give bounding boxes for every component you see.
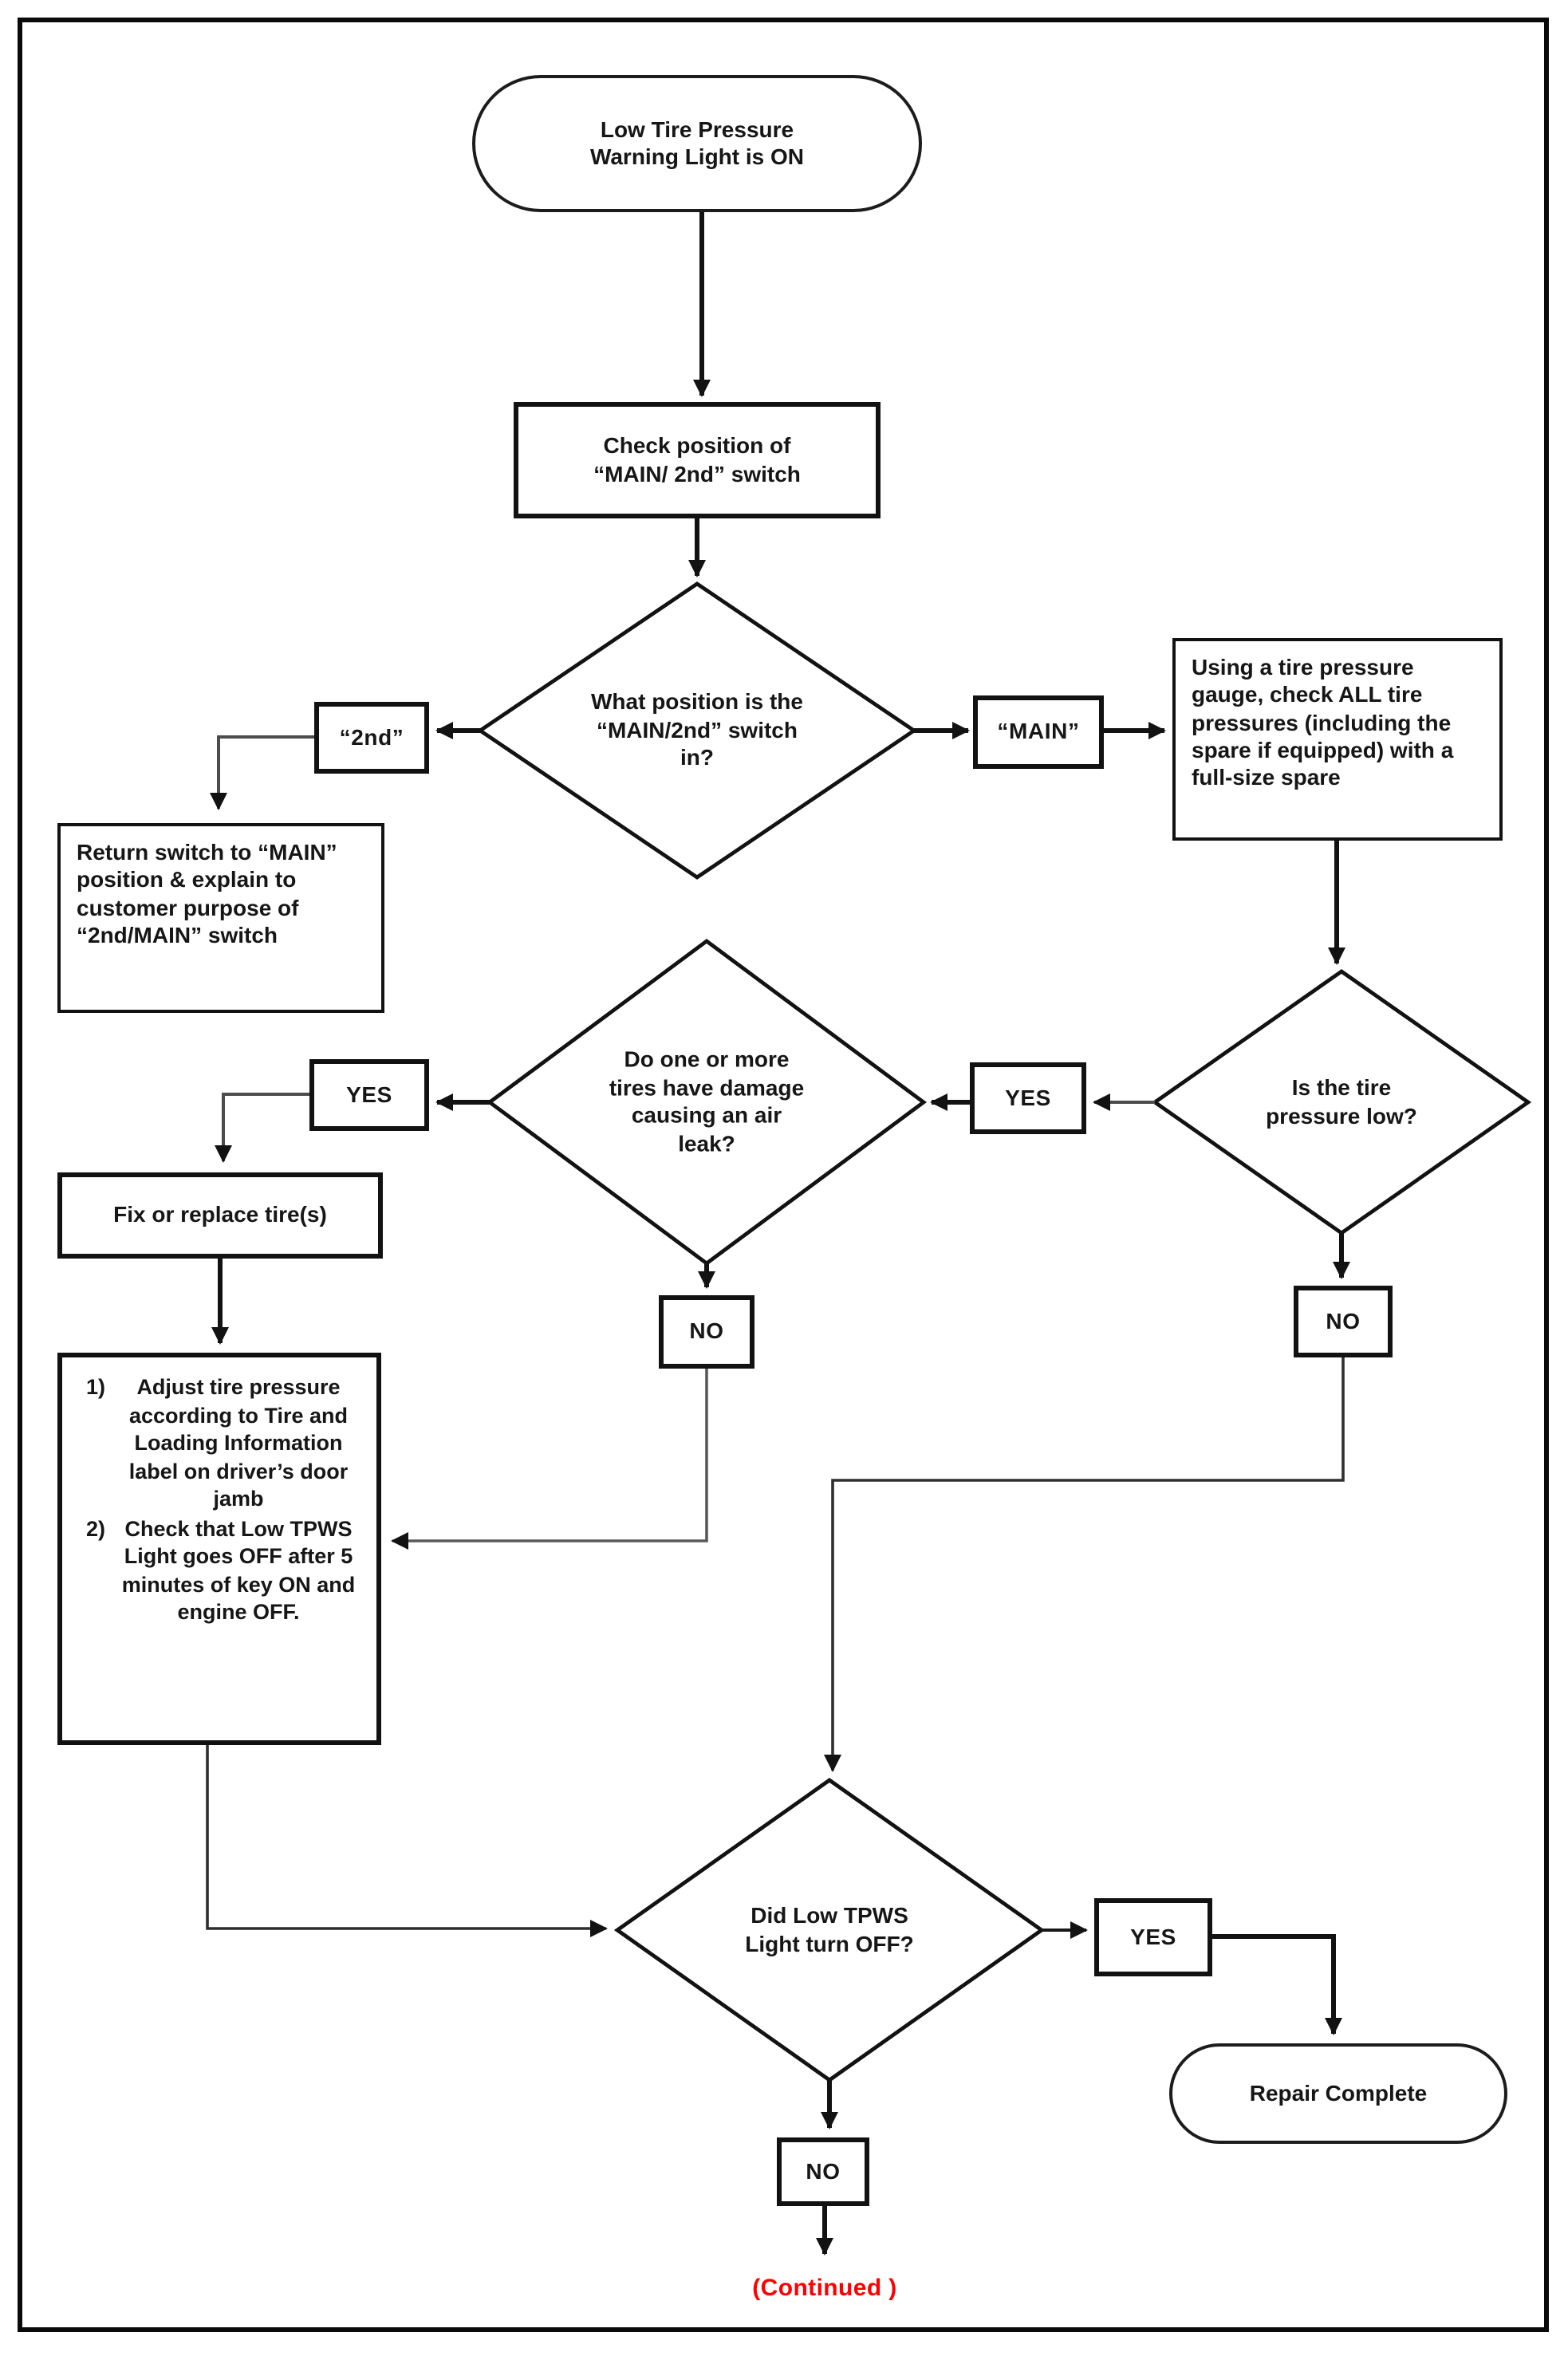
node-repair-complete-terminator: Repair Complete <box>1169 2043 1507 2144</box>
node-branch-main: “MAIN” <box>973 695 1104 769</box>
connector-yes-to-fix <box>215 1093 309 1163</box>
diamond-switch-position-shape <box>476 581 918 880</box>
node-return-switch: Return switch to “MAIN” position & expla… <box>57 823 384 1013</box>
step-2: 2) Check that Low TPWS Light goes OFF af… <box>78 1515 364 1626</box>
node-check-switch-position: Check position of “MAIN/ 2nd” switch <box>514 402 881 518</box>
return-switch-label: Return switch to “MAIN” position & expla… <box>77 839 337 948</box>
step-2-text: Check that Low TPWS Light goes OFF after… <box>121 1516 356 1625</box>
node-pressure-low-question: Is the tire pressure low? <box>1266 1074 1417 1128</box>
connector-steps-to-tpws <box>206 1745 608 1937</box>
node-no-pressure: NO <box>1294 1286 1393 1357</box>
fix-replace-label: Fix or replace tire(s) <box>113 1201 327 1227</box>
start-label: Low Tire Pressure Warning Light is ON <box>589 116 805 169</box>
connector-2nd-to-return <box>210 735 314 810</box>
step-1-text: Adjust tire pressure according to Tire a… <box>128 1375 349 1511</box>
repair-complete-label: Repair Complete <box>1249 2079 1428 2106</box>
node-start-terminator: Low Tire Pressure Warning Light is ON <box>472 75 922 212</box>
node-damage-question: Do one or more tires have damage causing… <box>609 1046 805 1156</box>
node-no-tpws: NO <box>777 2137 869 2206</box>
connector-no-damage-to-steps <box>391 1369 708 1550</box>
node-yes-damage: YES <box>309 1059 429 1131</box>
node-yes-tpws: YES <box>1094 1898 1212 1976</box>
check-all-tires-label: Using a tire pressure gauge, check ALL t… <box>1192 654 1454 790</box>
step-2-number: 2) <box>85 1516 105 1541</box>
check-switch-label: Check position of “MAIN/ 2nd” switch <box>593 432 801 486</box>
step-1-number: 1) <box>85 1375 105 1399</box>
node-adjust-steps: 1) Adjust tire pressure according to Tir… <box>57 1353 381 1745</box>
node-tpws-question: Did Low TPWS Light turn OFF? <box>745 1901 914 1956</box>
page-border <box>18 18 1549 2332</box>
node-no-damage: NO <box>659 1295 754 1369</box>
node-switch-position-question: What position is the “MAIN/2nd” switch i… <box>591 688 803 770</box>
continued-label: (Continued ) <box>752 2275 897 2302</box>
node-yes-pressure: YES <box>970 1062 1086 1134</box>
node-fix-replace: Fix or replace tire(s) <box>57 1172 383 1259</box>
node-branch-2nd: “2nd” <box>314 702 429 774</box>
node-check-all-tires: Using a tire pressure gauge, check ALL t… <box>1172 638 1503 841</box>
step-1: 1) Adjust tire pressure according to Tir… <box>78 1373 364 1513</box>
connector-yes-to-repair <box>1212 1934 1342 2035</box>
connector-no-pressure-to-tpws <box>824 1356 1345 1772</box>
